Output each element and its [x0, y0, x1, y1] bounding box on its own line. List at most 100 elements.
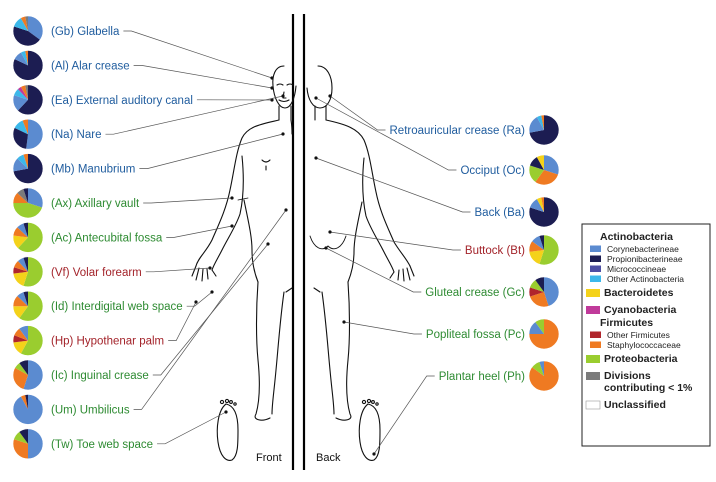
leader-line — [139, 134, 283, 169]
leader-line — [374, 376, 435, 454]
legend-label: Unclassified — [604, 399, 666, 411]
legend-item-unclassified: Unclassified — [586, 399, 666, 411]
site-label: (Mb) Manubrium — [51, 164, 135, 176]
legend-label: Proteobacteria — [604, 353, 678, 365]
site-marker — [210, 290, 213, 293]
site-marker — [266, 242, 269, 245]
site-front-vf-volar-forearm: (Vf) Volar forearm — [13, 257, 212, 287]
pie-chart-plantar-heel-ph — [529, 361, 559, 391]
site-label: (Id) Interdigital web space — [51, 301, 183, 313]
site-front-ic-inguinal-crease: (Ic) Inguinal crease — [13, 242, 270, 390]
pie-slice-corynebacterineae — [26, 119, 43, 149]
site-marker — [314, 156, 317, 159]
legend-swatch — [590, 332, 601, 339]
leader-line — [316, 158, 471, 212]
site-label: (Vf) Volar forearm — [51, 267, 142, 279]
pie-chart-vf-volar-forearm — [13, 257, 43, 287]
pie-chart-um-umbilicus — [13, 394, 43, 424]
site-label: (Tw) Toe web space — [51, 439, 153, 451]
legend-label: Divisions — [604, 370, 651, 382]
back-sites-group: Retroauricular crease (Ra)Occiput (Oc)Ba… — [314, 94, 559, 455]
site-label: (Gb) Glabella — [51, 26, 120, 38]
leader-line — [157, 412, 226, 444]
site-label: (Na) Nare — [51, 129, 101, 141]
pie-chart-al-alar-crease — [13, 50, 43, 80]
site-marker — [208, 266, 211, 269]
legend-group-label: Firmicutes — [600, 317, 653, 329]
site-label: (Al) Alar crease — [51, 60, 130, 72]
pie-chart-na-nare — [13, 119, 43, 149]
pie-chart-buttock-bt — [529, 235, 559, 265]
site-marker — [284, 208, 287, 211]
site-marker — [328, 94, 331, 97]
feet-figures — [217, 399, 380, 460]
site-front-ac-antecubital-fossa: (Ac) Antecubital fossa — [13, 222, 234, 252]
legend-swatch — [586, 372, 600, 380]
site-label: Buttock (Bt) — [465, 245, 525, 257]
front-label: Front — [256, 452, 282, 464]
legend-swatch — [590, 342, 601, 349]
pie-chart-popliteal-fossa-pc — [529, 319, 559, 349]
site-label: Plantar heel (Ph) — [439, 371, 525, 383]
site-label: (Ic) Inguinal crease — [51, 370, 149, 382]
leader-line — [166, 226, 232, 237]
site-label: (Um) Umbilicus — [51, 404, 130, 416]
pie-chart-retroauricular-crease-ra — [529, 115, 559, 145]
legend-label-line2: contributing < 1% — [604, 382, 693, 394]
pie-chart-id-interdigital-web-space — [13, 291, 43, 321]
leader-line — [123, 31, 272, 78]
front-body-figure — [192, 66, 296, 420]
pie-chart-gluteal-crease-gc — [529, 277, 559, 307]
site-label: (Ea) External auditory canal — [51, 95, 193, 107]
pie-chart-ac-antecubital-fossa — [13, 222, 43, 252]
leader-line — [143, 198, 232, 203]
pie-chart-occiput-oc — [529, 155, 559, 185]
site-front-ax-axillary-vault: (Ax) Axillary vault — [13, 188, 234, 218]
legend-swatch — [590, 276, 601, 283]
legend-swatch — [586, 289, 600, 297]
legend-swatch — [590, 266, 601, 273]
site-front-tw-toe-web-space: (Tw) Toe web space — [13, 410, 228, 458]
legend-label: Propionibacterineae — [607, 254, 683, 264]
legend-swatch — [586, 401, 600, 409]
site-label: Popliteal fossa (Pc) — [426, 329, 525, 341]
pie-chart-ea-external-auditory-canal — [13, 85, 43, 115]
site-marker — [314, 96, 317, 99]
legend-label: Corynebacterineae — [607, 244, 679, 254]
site-label: Occiput (Oc) — [460, 165, 525, 177]
site-marker — [230, 196, 233, 199]
leader-line — [187, 292, 212, 306]
legend-label: Other Firmicutes — [607, 330, 670, 340]
legend-swatch — [586, 355, 600, 363]
site-label: Retroauricular crease (Ra) — [390, 125, 526, 137]
leader-line — [330, 232, 461, 250]
pie-slice-corynebacterineae — [28, 429, 43, 459]
site-back-occiput-oc: Occiput (Oc) — [314, 96, 559, 185]
leader-line — [344, 322, 422, 334]
site-marker — [194, 300, 197, 303]
site-front-id-interdigital-web-space: (Id) Interdigital web space — [13, 290, 214, 321]
site-marker — [281, 132, 284, 135]
site-marker — [281, 94, 284, 97]
legend-swatch — [590, 256, 601, 263]
pie-chart-hp-hypothenar-palm — [13, 326, 43, 356]
legend-label: Bacteroidetes — [604, 287, 674, 299]
site-marker — [270, 76, 273, 79]
back-body-figure — [307, 66, 414, 420]
site-label: (Hp) Hypothenar palm — [51, 336, 164, 348]
site-marker — [328, 230, 331, 233]
legend-item-firmicutes: Firmicutes — [600, 317, 653, 329]
legend-label: Other Actinobacteria — [607, 274, 684, 284]
leader-line — [330, 96, 386, 130]
back-label: Back — [316, 452, 341, 464]
site-back-buttock-bt: Buttock (Bt) — [328, 230, 559, 265]
legend-label: Cyanobacteria — [604, 304, 677, 316]
front-sites-group: (Gb) Glabella (Al) Alar crease (Ea) Extern… — [13, 16, 288, 459]
pie-chart-back-ba — [529, 197, 559, 227]
site-label: (Ac) Antecubital fossa — [51, 232, 163, 244]
site-front-al-alar-crease: (Al) Alar crease — [13, 50, 274, 89]
site-label: Gluteal crease (Gc) — [425, 287, 525, 299]
pie-chart-ic-inguinal-crease — [13, 360, 43, 390]
